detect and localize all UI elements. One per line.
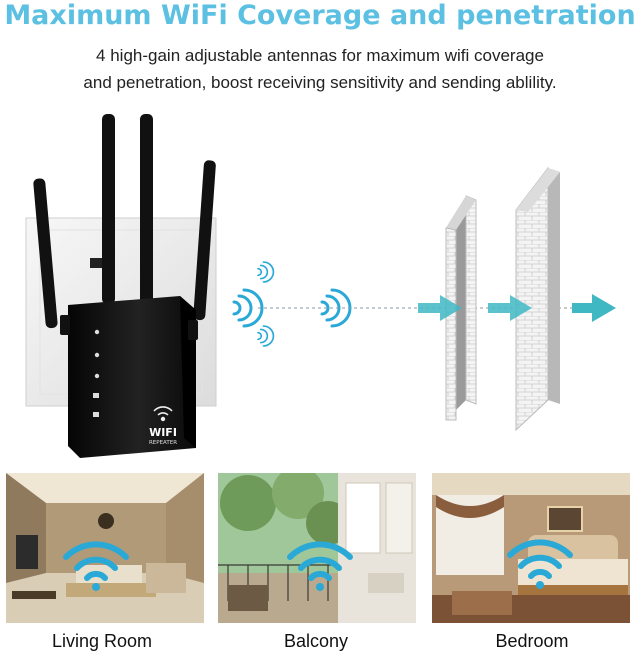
room-gallery: Living Room Balcony Bedroom (0, 473, 640, 655)
subtitle-line-1: 4 high-gain adjustable antennas for maxi… (96, 46, 544, 65)
bedroom-illustration (432, 473, 630, 623)
arrow-icon (488, 295, 532, 321)
brick-wall-2 (515, 166, 560, 432)
room-label-living-room: Living Room (51, 631, 153, 651)
device-model-label: REPEATER (149, 440, 177, 446)
wifi-signal-waves (232, 261, 352, 347)
wifi-icon (63, 541, 129, 591)
balcony-illustration (218, 473, 416, 623)
signal-wave-icon (232, 288, 264, 328)
antenna-2 (102, 114, 115, 304)
page-title: Maximum WiFi Coverage and penetration (4, 0, 636, 31)
room-card-balcony (218, 473, 416, 623)
wifi-icon (287, 541, 353, 591)
room-label-balcony: Balcony (283, 631, 349, 651)
room-card-bedroom (432, 473, 630, 623)
subtitle-line-2: and penetration, boost receiving sensiti… (83, 73, 557, 92)
signal-wave-icon (257, 261, 275, 283)
status-leds (93, 329, 100, 417)
antennas (33, 114, 216, 329)
hero-illustration: WIFI REPEATER (25, 114, 616, 458)
antenna-3 (140, 114, 153, 304)
signal-wave-icon (257, 325, 275, 347)
device-brand-label: WIFI (149, 426, 177, 439)
arrow-icon (418, 295, 462, 321)
antenna-1 (33, 178, 58, 329)
subtitle: 4 high-gain adjustable antennas for maxi… (0, 42, 640, 96)
wifi-icon (507, 539, 573, 589)
room-label-bedroom: Bedroom (495, 631, 569, 651)
arrow-icon (572, 294, 616, 322)
penetration-arrows (418, 294, 616, 322)
antenna-4 (193, 160, 216, 321)
device-wifi-logo-icon (153, 406, 173, 422)
wifi-repeater-device: WIFI REPEATER (60, 296, 198, 458)
room-wifi-icons (63, 539, 573, 591)
